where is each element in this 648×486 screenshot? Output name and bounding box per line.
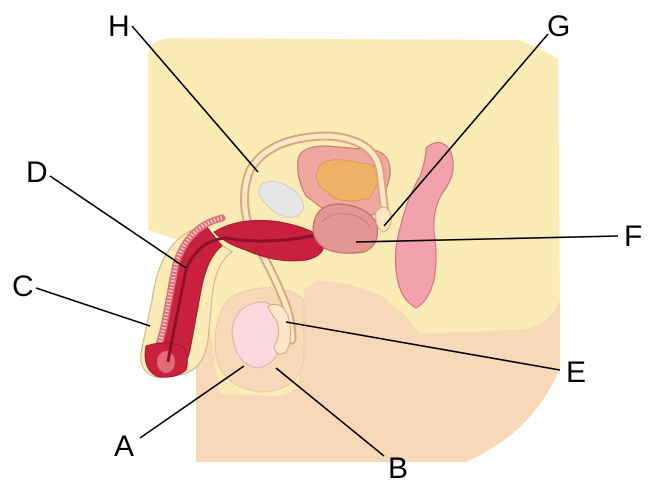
label-g: G bbox=[547, 10, 570, 43]
label-d: D bbox=[26, 156, 48, 189]
label-b: B bbox=[388, 452, 408, 485]
label-e: E bbox=[566, 356, 586, 389]
label-a: A bbox=[114, 430, 134, 463]
urethral-opening bbox=[157, 351, 175, 373]
label-f: F bbox=[624, 220, 642, 253]
label-h: H bbox=[108, 10, 130, 43]
label-c: C bbox=[12, 270, 34, 303]
leader-line-c bbox=[36, 288, 150, 326]
